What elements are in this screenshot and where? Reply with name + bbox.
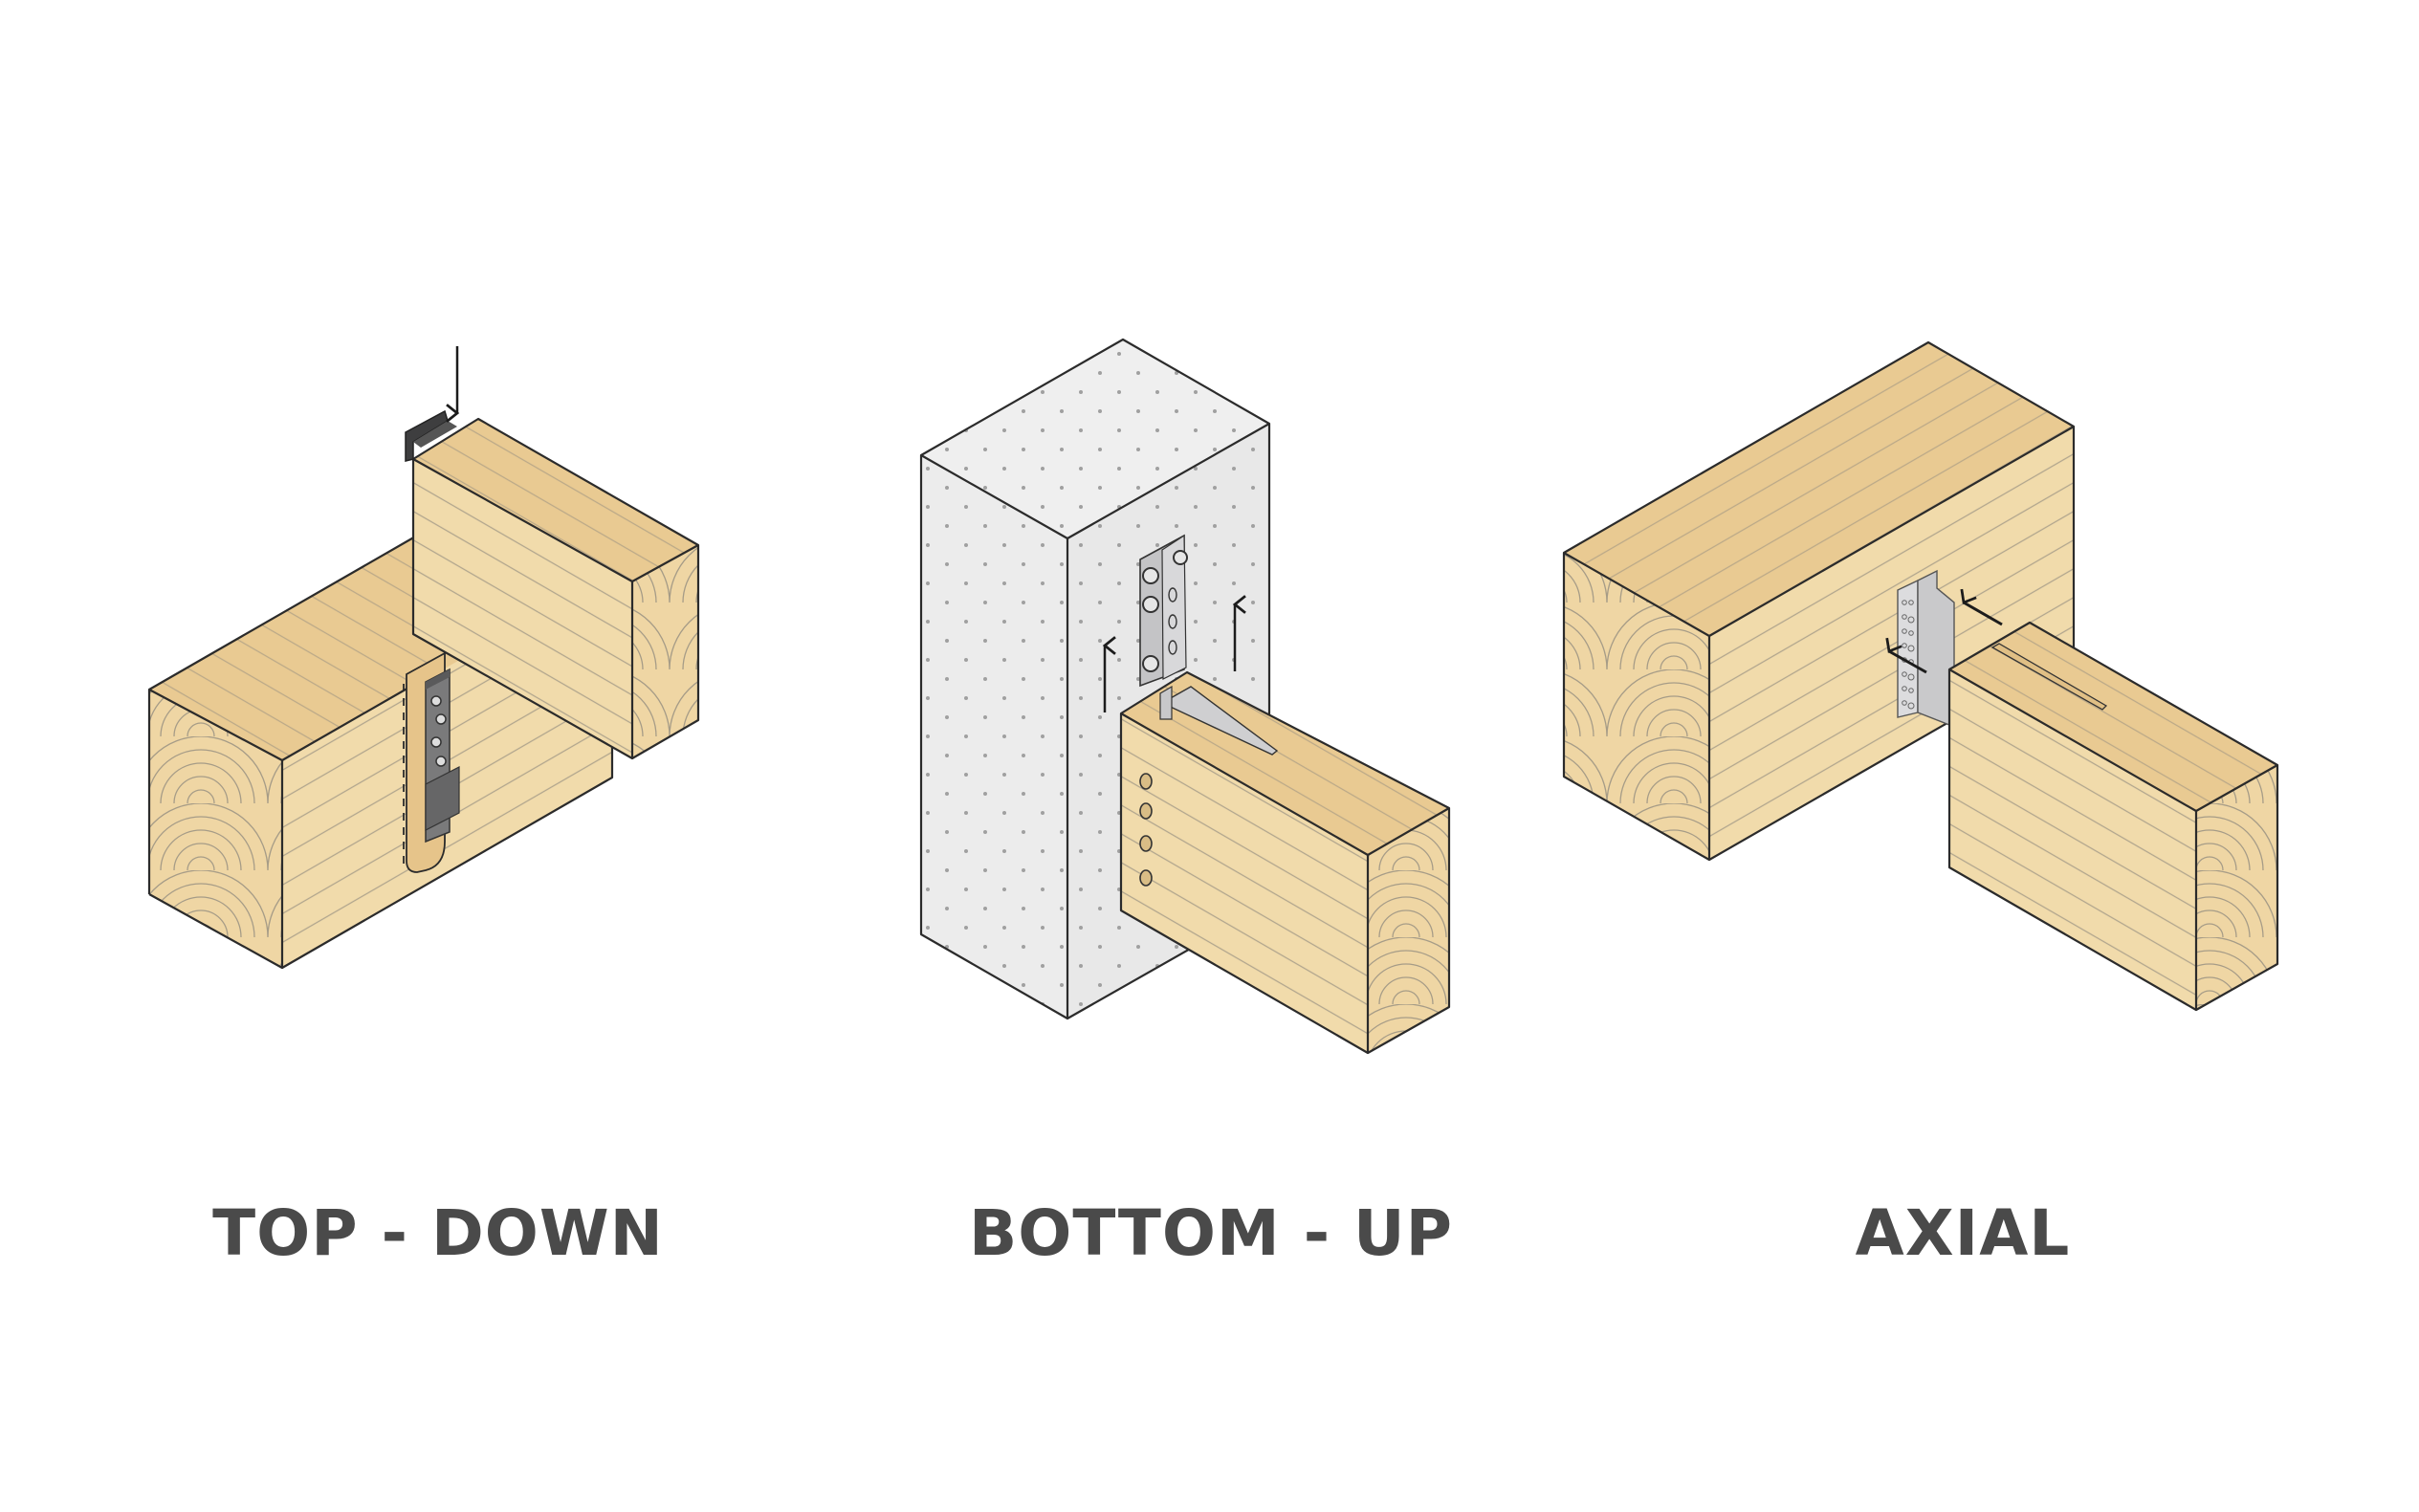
- label-bottom-up: BOTTOM - UP: [968, 1196, 1454, 1270]
- panel-axial: [1562, 340, 2279, 1012]
- dowel-hole: [1139, 835, 1153, 852]
- timber-beam: [1119, 670, 1451, 1055]
- arrow-diagonal-icon: [1960, 588, 2003, 626]
- panel-top-down: [147, 346, 700, 970]
- panel-bottom-up: [919, 338, 1451, 1055]
- label-top-down: TOP - DOWN: [212, 1196, 664, 1270]
- concrete-column: [919, 338, 1271, 1020]
- concealed-hanger-bracket: [425, 668, 460, 844]
- upper-beam: [411, 417, 700, 760]
- label-axial: AXIAL: [1855, 1196, 2071, 1270]
- secondary-beam: [1947, 621, 2279, 1012]
- dowel-hole: [1139, 773, 1153, 790]
- arrow-diagonal-icon: [1885, 637, 1927, 674]
- bolted-steel-bracket: [1139, 534, 1188, 688]
- perforated-aluminium-bracket: [1897, 569, 1955, 729]
- dowel-hole: [1139, 869, 1153, 887]
- dowel-hole: [1139, 802, 1153, 820]
- hanger-top-clip: [405, 409, 457, 462]
